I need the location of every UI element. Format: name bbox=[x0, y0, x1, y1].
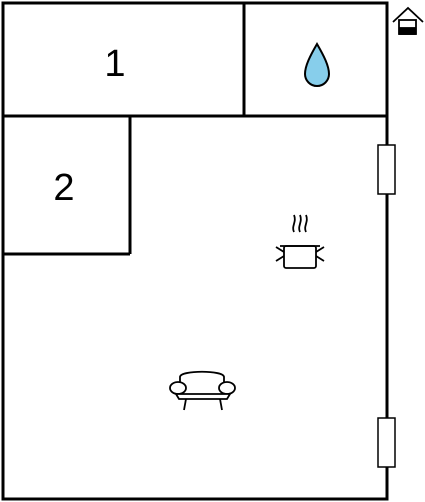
window-lower bbox=[377, 417, 396, 468]
armchair-icon bbox=[169, 370, 236, 411]
room-1-label: 1 bbox=[104, 43, 125, 85]
cooking-pot-icon bbox=[275, 214, 325, 269]
water-drop-icon bbox=[303, 42, 331, 87]
room-2-label: 2 bbox=[53, 167, 74, 209]
outer-wall bbox=[1, 1, 389, 501]
house-entrance-icon bbox=[392, 6, 424, 35]
window-upper bbox=[377, 144, 396, 195]
